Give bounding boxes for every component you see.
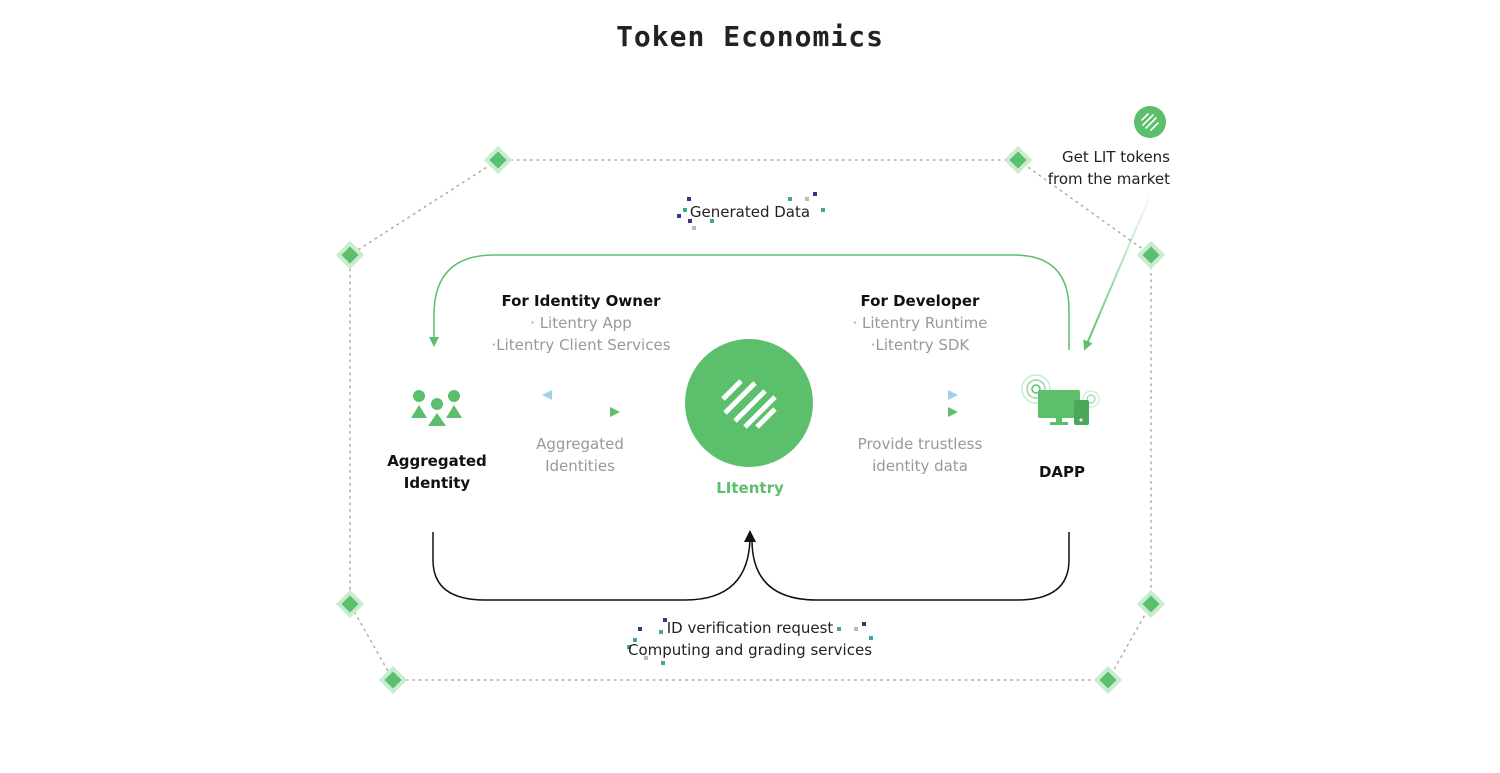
developer-item-runtime: · Litentry Runtime — [852, 314, 988, 332]
diamond-icon — [335, 589, 365, 619]
provide-line2: identity data — [872, 457, 968, 475]
generated-data-label: Generated Data — [689, 203, 811, 221]
computing-grading-label: Computing and grading services — [627, 641, 873, 659]
aggregated-identity-line2: Identity — [403, 474, 471, 492]
diamond-icon — [1093, 665, 1123, 695]
provide-label: Provide trustless identity data — [830, 433, 1010, 477]
diamond-icon — [335, 240, 365, 270]
devices-icon — [1021, 374, 1100, 425]
diamond-icon — [1136, 240, 1166, 270]
pixel-decoration — [627, 618, 873, 665]
developer-item-sdk: ·Litentry SDK — [870, 336, 970, 354]
diamond-icon — [483, 145, 513, 175]
generated-data-arrow — [429, 254, 1070, 350]
diamond-icon — [378, 665, 408, 695]
litentry-center-logo-icon — [685, 339, 813, 467]
litentry-center-label: LItentry — [716, 479, 784, 497]
market-label: Get LIT tokens from the market — [1030, 146, 1170, 190]
aggregated-identities-label: Aggregated Identities — [510, 433, 650, 477]
aggregated-identity-label: Aggregated Identity — [367, 450, 507, 494]
people-icon — [411, 390, 462, 426]
diamond-icon — [1136, 589, 1166, 619]
dapp-label: DAPP — [1038, 463, 1086, 481]
page-title: Token Economics — [616, 20, 884, 53]
aggregated-identities-line1: Aggregated — [536, 435, 624, 453]
diamond-nodes — [335, 145, 1166, 695]
pixel-decoration — [677, 192, 825, 230]
market-label-line1: Get LIT tokens — [1062, 148, 1170, 166]
aggregated-identities-line2: Identities — [545, 457, 615, 475]
identity-owner-heading: For Identity Owner — [501, 292, 661, 310]
bottom-label: ID verification request Computing and gr… — [600, 617, 900, 661]
id-verification-label: ID verification request — [666, 619, 834, 637]
market-label-line2: from the market — [1047, 170, 1170, 188]
developer-heading: For Developer — [860, 292, 980, 310]
identity-owner-item-client: ·Litentry Client Services — [491, 336, 671, 354]
identity-owner-block: For Identity Owner · Litentry App ·Liten… — [471, 290, 691, 356]
litentry-logo-icon — [1134, 106, 1166, 138]
id-request-path-right — [751, 532, 1070, 601]
identity-owner-item-app: · Litentry App — [530, 314, 632, 332]
provide-line1: Provide trustless — [857, 435, 983, 453]
market-arrow — [1083, 195, 1151, 351]
id-request-path-left — [432, 530, 756, 601]
developer-block: For Developer · Litentry Runtime ·Litent… — [810, 290, 1030, 356]
diamond-icon — [1003, 145, 1033, 175]
aggregated-identity-line1: Aggregated — [387, 452, 487, 470]
